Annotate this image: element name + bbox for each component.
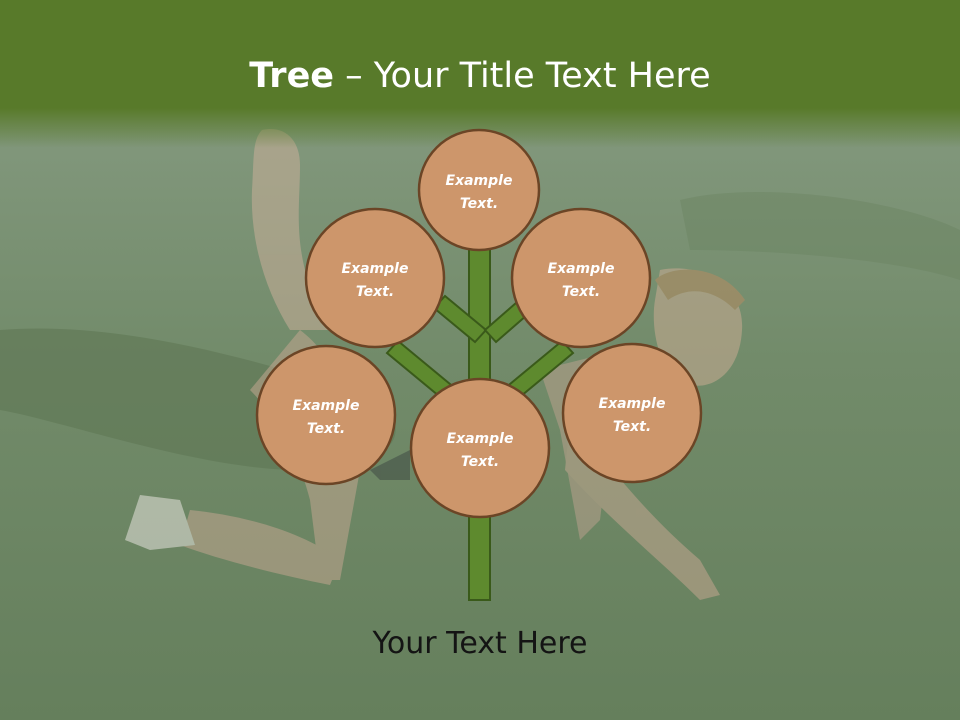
title-text: – Your Title Text Here [334, 56, 711, 96]
tree-node-center: Example Text. [409, 377, 551, 519]
tree-node-lower-right: Example Text. [561, 342, 703, 484]
tree-node-top: Example Text. [417, 128, 541, 252]
node-label-line2: Text. [356, 284, 394, 300]
node-label-line1: Example [599, 396, 666, 412]
node-label-line2: Text. [307, 421, 345, 437]
node-label-line1: Example [447, 431, 514, 447]
node-label-line1: Example [293, 398, 360, 414]
caption-text: Your Text Here [372, 626, 588, 661]
node-label-line2: Text. [613, 419, 651, 435]
node-label-line1: Example [446, 173, 513, 189]
tree-node-lower-left: Example Text. [255, 344, 397, 486]
node-label-line1: Example [342, 261, 409, 277]
tree-node-upper-right: Example Text. [510, 207, 652, 349]
node-label-line2: Text. [460, 196, 498, 212]
title-bar [0, 0, 960, 148]
node-label-line2: Text. [461, 454, 499, 470]
title-keyword: Tree [249, 56, 335, 96]
slide-title: Tree – Your Title Text Here [0, 54, 960, 98]
node-label-line2: Text. [562, 284, 600, 300]
tree-node-upper-left: Example Text. [304, 207, 446, 349]
node-label-line1: Example [548, 261, 615, 277]
